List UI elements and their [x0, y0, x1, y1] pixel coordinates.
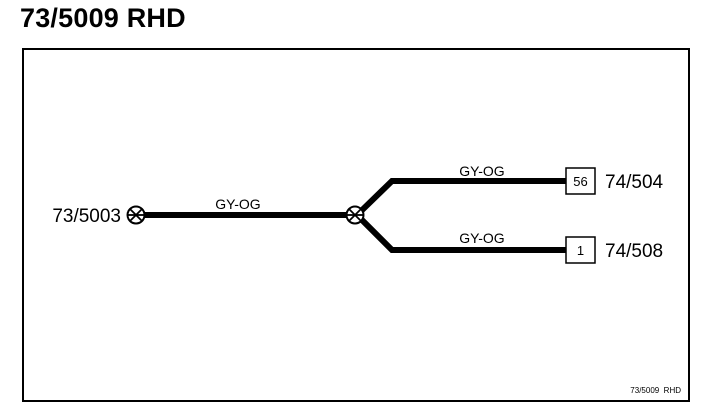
pin-number-lower: 1: [577, 243, 584, 258]
page-title: 73/5009 RHD: [20, 3, 186, 33]
trunk-wire-label: GY-OG: [215, 196, 260, 212]
footer-reference: 73/5009 RHD: [630, 386, 681, 395]
pin-box-lower: [565, 236, 596, 264]
pin-box-upper: [565, 167, 596, 195]
wire-branch-lower: [354, 212, 566, 253]
upper-wire-label: GY-OG: [459, 163, 504, 179]
lower-wire-label: GY-OG: [459, 230, 504, 246]
source-connector-icon: [126, 205, 146, 225]
upper-connector-label: 74/504: [605, 172, 664, 193]
wire-branch-upper: [354, 178, 566, 218]
pin-number-upper: 56: [573, 174, 587, 189]
splice-icon: [345, 205, 365, 225]
source-connector-label: 73/5003: [52, 206, 121, 227]
lower-connector-label: 74/508: [605, 241, 663, 262]
diagram-frame: [22, 48, 690, 402]
